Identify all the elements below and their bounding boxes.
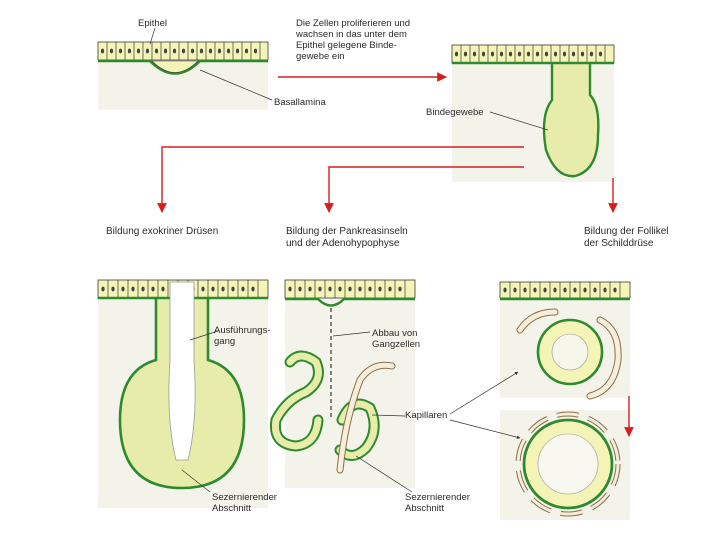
label-ausfuehrungsgang: Ausführungs- gang: [214, 325, 271, 347]
pancreas-islet-diagram: [275, 280, 415, 488]
label-sezernierend-exocrine: Sezernierender Abschnitt: [212, 492, 277, 514]
exocrine-gland-diagram: [98, 280, 268, 508]
label-basallamina: Basallamina: [274, 97, 326, 108]
label-bindegewebe: Bindegewebe: [426, 107, 484, 118]
label-sezernierend-pancreas: Sezernierender Abschnitt: [405, 492, 470, 514]
label-abbau: Abbau von Gangzellen: [372, 328, 420, 350]
label-proliferation: Die Zellen proliferieren und wachsen in …: [296, 18, 436, 62]
stage-1-epithelium: [98, 42, 268, 110]
thyroid-follicle-diagram: [500, 282, 630, 520]
heading-follikel: Bildung der Follikel der Schilddrüse: [584, 226, 669, 250]
heading-pancreas: Bildung der Pankreasinseln und der Adeno…: [286, 226, 408, 250]
label-epithel: Epithel: [138, 18, 167, 29]
epithelial-bud: [544, 63, 598, 176]
excretory-duct: [169, 282, 195, 460]
label-kapillaren: Kapillaren: [405, 410, 447, 421]
heading-exocrine: Bildung exokriner Drüsen: [106, 226, 218, 238]
